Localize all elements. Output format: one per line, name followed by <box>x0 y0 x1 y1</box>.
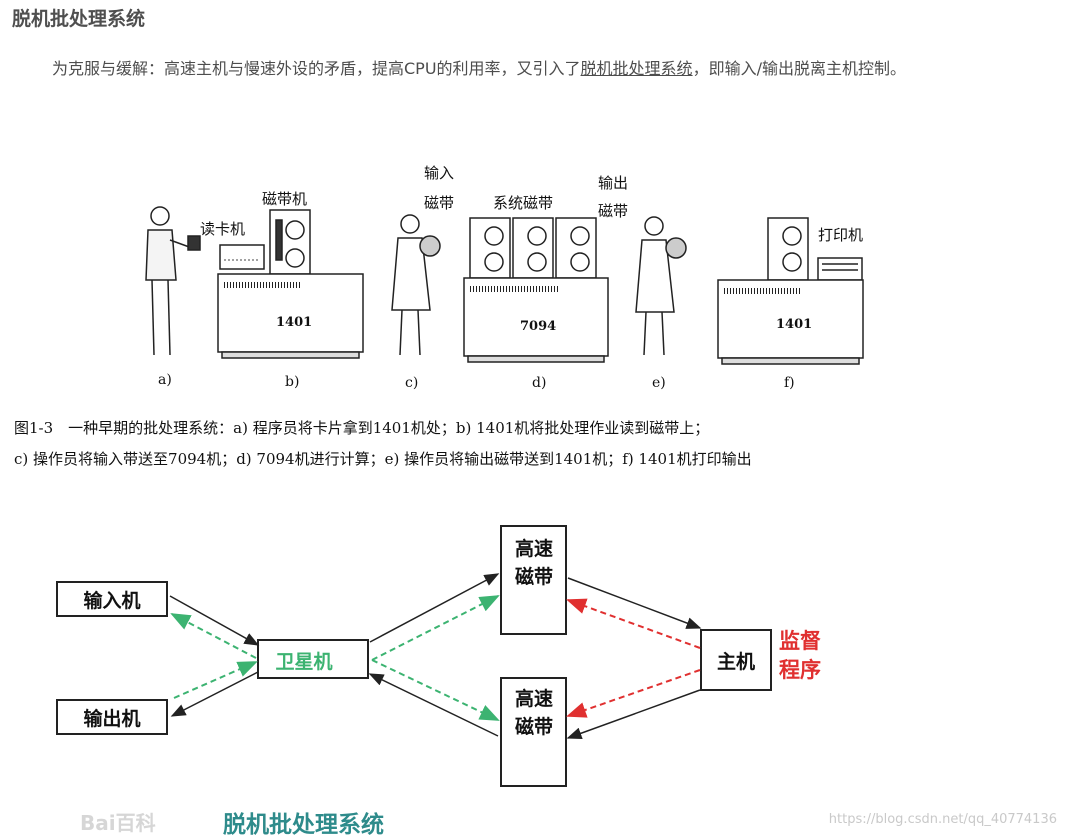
arrow-top-tape-to-host <box>567 577 702 629</box>
panel-label-b: b) <box>285 374 299 390</box>
machine-1401-b: 1401 <box>276 315 312 330</box>
input-tape-label-line1: 输入 <box>424 164 454 182</box>
input-machine-label: 输入机 <box>83 589 140 612</box>
arrow-input-to-satellite <box>169 595 260 646</box>
monitor-label-line1: 监督 <box>779 629 821 653</box>
offline-batch-link[interactable]: 脱机批处理系统 <box>580 59 693 78</box>
operator-e <box>635 216 687 356</box>
machine-1401-f: 1401 <box>776 317 812 332</box>
tape-drive-label: 磁带机 <box>262 190 307 208</box>
panel-label-d: d) <box>532 375 546 391</box>
caption-line-1: 图1-3 一种早期的批处理系统：a) 程序员将卡片拿到1401机处；b) 140… <box>14 419 710 437</box>
computer-7094-d <box>463 277 609 363</box>
card-reader-device <box>219 244 265 270</box>
computer-1401-b <box>217 273 364 359</box>
computer-1401-f <box>717 279 864 365</box>
tape-drive-b <box>269 209 311 275</box>
intro-text-before: 为克服与缓解：高速主机与慢速外设的矛盾，提高CPU的利用率，又引入了 <box>52 59 581 78</box>
card-reader-label: 读卡机 <box>200 220 245 238</box>
arrow-output-to-satellite-green <box>173 661 258 699</box>
arrow-satellite-to-output <box>170 671 259 717</box>
panel-label-e: e) <box>652 375 666 391</box>
arrow-satellite-to-bottom-tape-green <box>371 659 500 721</box>
arrow-host-to-bottom-tape <box>566 689 701 740</box>
programmer-figure <box>145 206 201 356</box>
arrow-bottom-tape-to-satellite <box>368 673 499 737</box>
printer-device <box>817 257 863 281</box>
baidu-logo: Bai百科 <box>80 811 156 835</box>
satellite-box: 卫星机 <box>257 639 369 679</box>
host-box: 主机 <box>700 629 772 691</box>
arrow-host-to-top-tape-red <box>566 598 701 649</box>
system-tapes-d <box>469 217 597 279</box>
output-tape-label-line1: 输出 <box>598 174 628 192</box>
top-tape-line2: 磁带 <box>515 565 553 588</box>
offline-batch-diagram: 输入机 输出机 卫星机 高速 磁带 高速 磁带 主机 监督 程序 Bai百科 脱… <box>56 525 821 838</box>
arrow-satellite-to-top-tape <box>369 573 500 643</box>
early-batch-system-figure: 读卡机 磁带机 1401 输入 磁带 系统磁带 7 <box>145 164 864 391</box>
output-machine-box: 输出机 <box>56 699 168 735</box>
section-heading: 脱机批处理系统 <box>12 8 146 30</box>
bottom-tape-line2: 磁带 <box>515 715 553 738</box>
top-tape-box: 高速 磁带 <box>500 525 567 635</box>
operator-c <box>391 214 441 356</box>
arrow-satellite-to-top-tape-green <box>371 595 500 661</box>
panel-label-a: a) <box>158 372 172 388</box>
intro-paragraph: 为克服与缓解：高速主机与慢速外设的矛盾，提高CPU的利用率，又引入了脱机批处理系… <box>12 54 1052 83</box>
machine-7094-d: 7094 <box>520 319 556 334</box>
csdn-watermark: https://blog.csdn.net/qq_40774136 <box>828 812 1057 827</box>
arrow-satellite-to-input-green <box>170 613 257 659</box>
figure1-caption: 图1-3 一种早期的批处理系统：a) 程序员将卡片拿到1401机处；b) 140… <box>14 413 1054 475</box>
intro-text-after: ，即输入/输出脱离主机控制。 <box>692 59 906 78</box>
tape-drive-f <box>767 217 809 281</box>
input-tape-label-line2: 磁带 <box>424 194 454 212</box>
arrow-host-to-bottom-tape-red <box>566 669 701 718</box>
bottom-tape-box: 高速 磁带 <box>500 677 567 787</box>
panel-label-f: f) <box>784 375 795 391</box>
output-machine-label: 输出机 <box>83 707 140 730</box>
output-tape-label-line2: 磁带 <box>598 202 628 220</box>
host-label: 主机 <box>717 651 755 673</box>
panel-label-c: c) <box>405 375 418 391</box>
monitor-label-line2: 程序 <box>779 658 821 682</box>
top-tape-line1: 高速 <box>515 537 553 560</box>
diagram-title: 脱机批处理系统 <box>223 811 384 838</box>
input-machine-box: 输入机 <box>56 581 168 617</box>
printer-label: 打印机 <box>818 226 863 244</box>
bottom-tape-line1: 高速 <box>515 687 553 710</box>
satellite-label: 卫星机 <box>275 651 332 673</box>
system-tape-label: 系统磁带 <box>493 194 553 212</box>
caption-line-2: c) 操作员将输入带送至7094机；d) 7094机进行计算；e) 操作员将输出… <box>14 450 752 468</box>
